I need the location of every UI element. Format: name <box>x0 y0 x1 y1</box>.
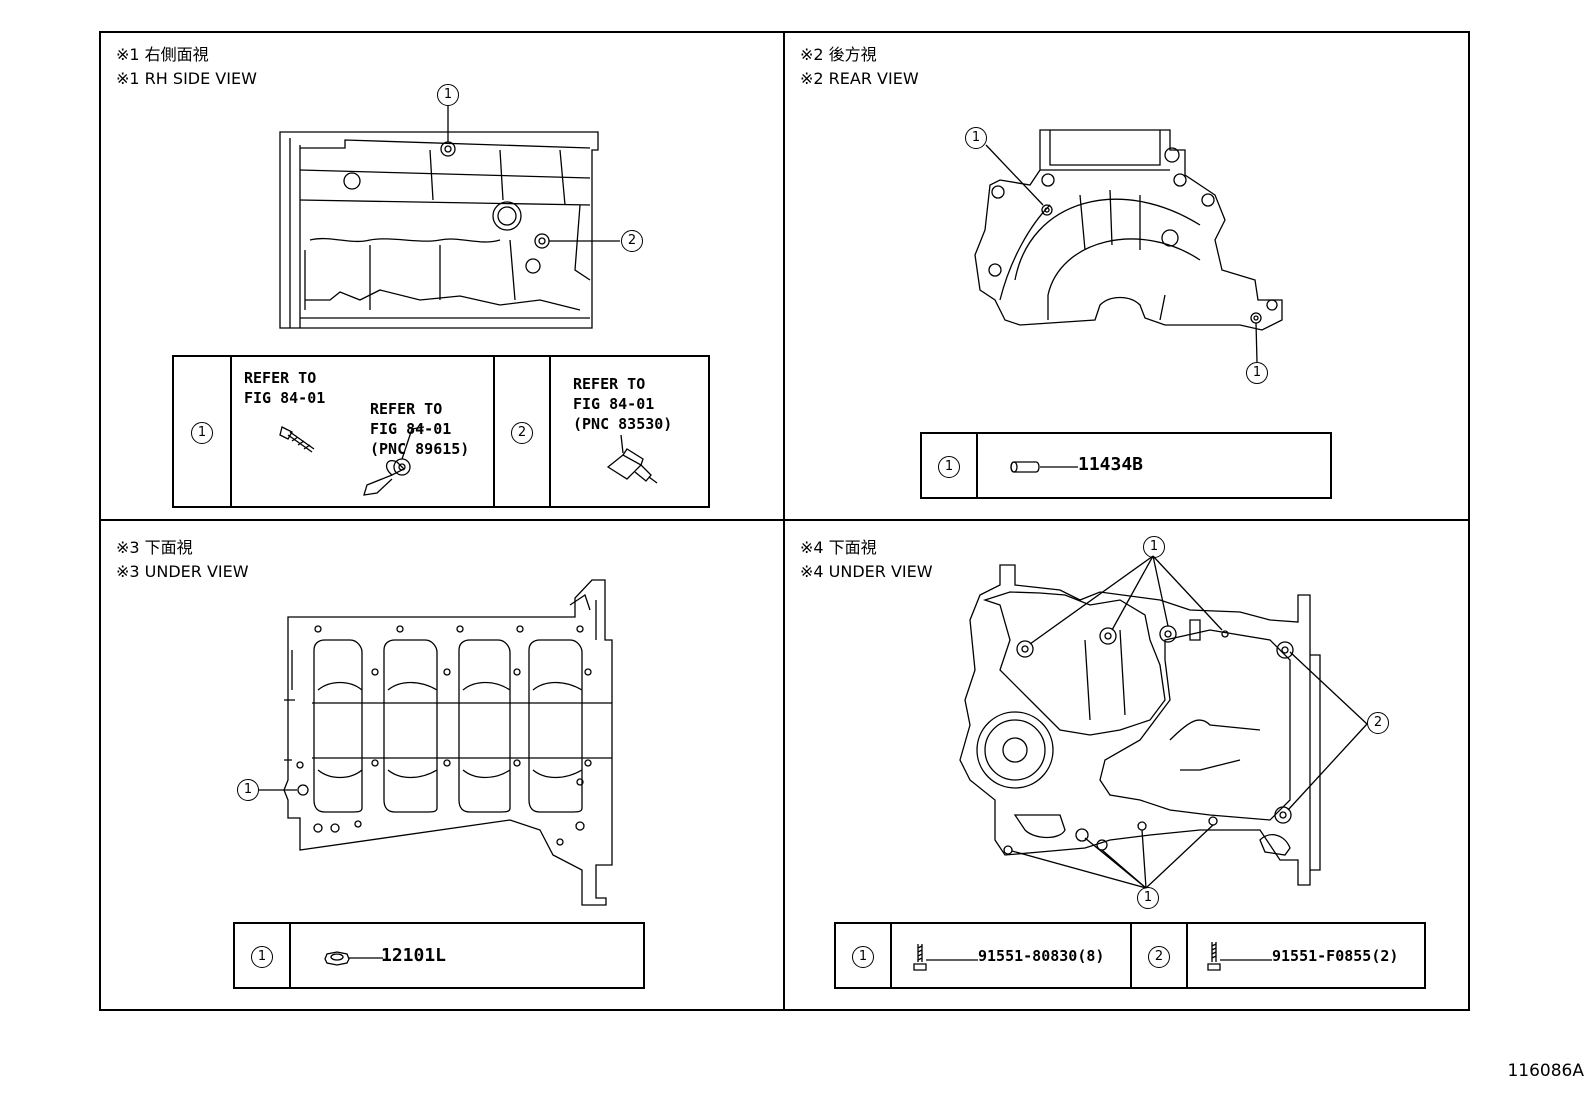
refer-line: REFER TO <box>573 375 646 393</box>
refer-note-c: REFER TO FIG 84-01 (PNC 83530) <box>573 374 672 434</box>
legend-num-1: 1 <box>251 946 273 968</box>
sensor-bolt-icon <box>279 426 425 496</box>
caption-jp: ※2 後方視 <box>800 45 877 64</box>
bolt-icon <box>913 944 978 971</box>
legend-num-cell: 1 <box>235 924 291 987</box>
caption-en: ※3 UNDER VIEW <box>116 562 249 581</box>
legend-num-1: 1 <box>191 422 213 444</box>
callout-1: 1 <box>965 127 987 149</box>
legend-num-2: 2 <box>511 422 533 444</box>
refer-line: (PNC 83530) <box>573 415 673 433</box>
refer-line: FIG 84-01 <box>370 420 452 438</box>
legend-num-cell: 2 <box>1132 924 1188 987</box>
parts-legend-table: 1 91551-80830(8) 2 915 <box>834 922 1426 989</box>
caption-jp: ※4 下面視 <box>800 538 877 557</box>
parts-legend-table: 1 12101L <box>233 922 645 989</box>
caption-jp: ※1 右側面視 <box>116 45 209 64</box>
legend-part-cell: 91551-80830(8) <box>892 924 1132 987</box>
part-number: 12101L <box>381 945 447 966</box>
callout-2: 2 <box>1367 712 1389 734</box>
refer-line: REFER TO <box>244 369 317 387</box>
temperature-sensor-icon <box>606 434 658 484</box>
dowel-pin-icon <box>1010 461 1078 473</box>
parts-legend-table: 1 REFER TO FIG 84-01 REFER TO FIG 84-01 … <box>172 355 710 508</box>
plug-icon <box>324 951 383 966</box>
legend-num-1: 1 <box>938 456 960 478</box>
figure-id: 116086A <box>1507 1061 1584 1081</box>
panel-caption: ※1 右側面視 ※1 RH SIDE VIEW <box>116 43 257 91</box>
panel-caption: ※2 後方視 ※2 REAR VIEW <box>800 43 919 91</box>
legend-num-cell: 1 <box>922 434 978 497</box>
callout-1: 1 <box>437 84 459 106</box>
horizontal-divider <box>99 519 1470 521</box>
panel-caption: ※3 下面視 ※3 UNDER VIEW <box>116 536 249 584</box>
callout-1: 1 <box>237 779 259 801</box>
bolt-icon <box>1207 942 1272 971</box>
part-number: 91551-F0855(2) <box>1272 947 1399 965</box>
refer-note-b: REFER TO FIG 84-01 (PNC 89615) <box>370 399 469 459</box>
legend-num-cell: 2 <box>495 357 551 506</box>
legend-num-cell: 1 <box>174 357 232 506</box>
refer-note-a: REFER TO FIG 84-01 <box>244 368 325 408</box>
callout-1: 1 <box>1246 362 1268 384</box>
caption-en: ※2 REAR VIEW <box>800 69 919 88</box>
parts-legend-table: 1 11434B <box>920 432 1332 499</box>
callout-1: 1 <box>1143 536 1165 558</box>
callout-1: 1 <box>1137 887 1159 909</box>
refer-line: (PNC 89615) <box>370 440 470 458</box>
vertical-divider <box>783 31 785 1011</box>
caption-en: ※4 UNDER VIEW <box>800 562 933 581</box>
refer-line: REFER TO <box>370 400 443 418</box>
legend-num-2: 2 <box>1148 946 1170 968</box>
callout-2: 2 <box>621 230 643 252</box>
legend-ref-cell: REFER TO FIG 84-01 REFER TO FIG 84-01 (P… <box>232 357 495 506</box>
legend-part-cell: 91551-F0855(2) <box>1188 924 1424 987</box>
legend-ref-cell: REFER TO FIG 84-01 (PNC 83530) <box>551 357 708 506</box>
refer-line: FIG 84-01 <box>244 389 326 407</box>
caption-en: ※1 RH SIDE VIEW <box>116 69 257 88</box>
legend-num-1: 1 <box>852 946 874 968</box>
legend-num-cell: 1 <box>836 924 892 987</box>
panel-caption: ※4 下面視 ※4 UNDER VIEW <box>800 536 933 584</box>
refer-line: FIG 84-01 <box>573 395 655 413</box>
caption-jp: ※3 下面視 <box>116 538 193 557</box>
part-number: 91551-80830(8) <box>978 947 1105 965</box>
part-number: 11434B <box>1078 454 1144 475</box>
